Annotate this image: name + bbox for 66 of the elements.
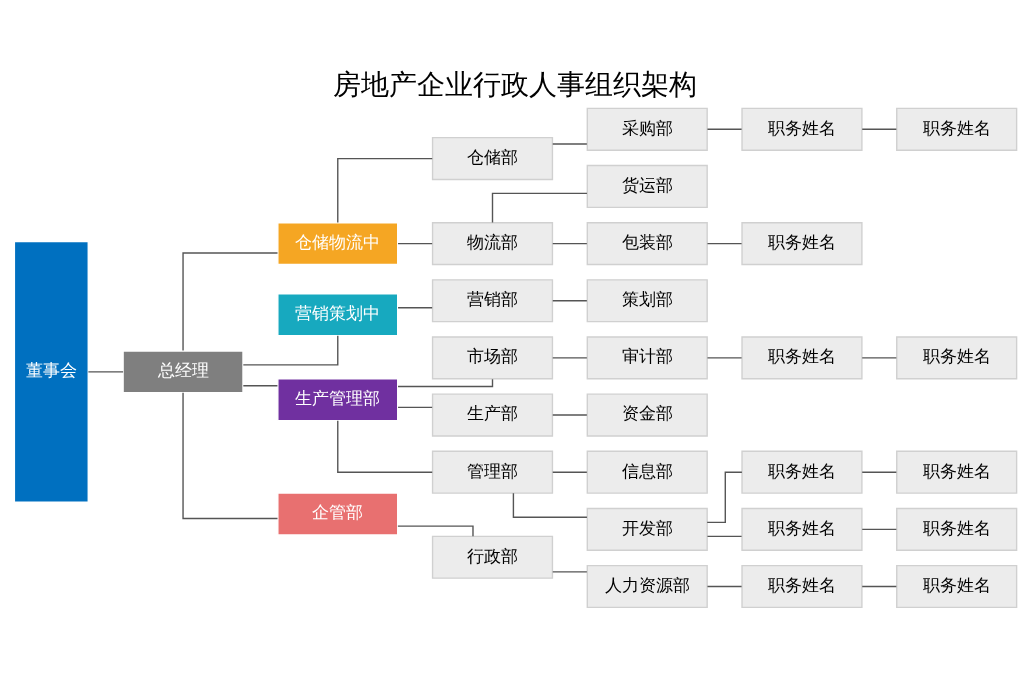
- connector: [552, 471, 588, 473]
- node-box: 营销策划中: [277, 293, 399, 337]
- connector: [861, 528, 897, 531]
- node-box: 职务姓名: [896, 107, 1018, 151]
- node-box: 管理部: [431, 450, 554, 494]
- connector: [397, 525, 474, 537]
- node-box: 生产管理部: [277, 378, 399, 422]
- connector: [552, 242, 588, 245]
- node-box: 市场部: [431, 336, 554, 380]
- connector: [87, 371, 124, 373]
- connector: [337, 157, 433, 224]
- node-box: 审计部: [586, 336, 708, 380]
- node-box: 策划部: [586, 279, 708, 323]
- connector: [706, 535, 743, 538]
- node-box: 总经理: [122, 350, 244, 394]
- connector: [552, 143, 588, 145]
- node-box: 董事会: [13, 240, 89, 503]
- node-box: 职务姓名: [896, 336, 1018, 380]
- node-box: 职务姓名: [741, 222, 863, 266]
- node-box: 职务姓名: [741, 507, 863, 551]
- node-box: 物流部: [431, 222, 554, 266]
- connector: [706, 128, 743, 130]
- connector: [706, 471, 743, 524]
- node-box: 生产部: [431, 393, 554, 437]
- connector: [552, 414, 588, 416]
- node-box: 开发部: [586, 507, 708, 551]
- node-box: 仓储物流中: [277, 222, 399, 266]
- connector: [861, 357, 897, 359]
- node-box: 职务姓名: [741, 564, 863, 609]
- connector: [706, 357, 743, 359]
- connector: [861, 128, 897, 130]
- connector: [182, 392, 279, 520]
- node-box: 职务姓名: [896, 507, 1018, 551]
- node-box: 营销部: [431, 279, 554, 323]
- connector: [706, 242, 743, 245]
- node-box: 企管部: [277, 492, 399, 536]
- connector: [491, 192, 588, 224]
- node-box: 职务姓名: [741, 336, 863, 380]
- node-box: 职务姓名: [741, 107, 863, 151]
- connector: [242, 335, 339, 366]
- connector: [552, 571, 588, 573]
- connector: [706, 585, 743, 588]
- node-box: 资金部: [586, 393, 708, 437]
- connector: [861, 585, 897, 588]
- connector: [552, 357, 588, 359]
- node-box: 仓储部: [431, 136, 554, 181]
- node-box: 货运部: [586, 164, 708, 209]
- connector: [512, 492, 588, 518]
- connector: [397, 378, 494, 388]
- connector: [397, 242, 433, 245]
- node-box: 信息部: [586, 450, 708, 494]
- connector: [397, 307, 433, 309]
- connector: [242, 385, 279, 387]
- node-box: 采购部: [586, 107, 708, 151]
- connector: [182, 252, 279, 352]
- connector: [337, 420, 433, 473]
- node-box: 行政部: [431, 535, 554, 579]
- connector: [552, 300, 588, 302]
- node-box: 职务姓名: [896, 450, 1018, 494]
- connector: [861, 471, 897, 473]
- node-box: 职务姓名: [896, 564, 1018, 609]
- node-box: 职务姓名: [741, 450, 863, 494]
- diagram-title: 房地产企业行政人事组织架构: [333, 68, 698, 102]
- connector: [397, 406, 433, 409]
- node-box: 人力资源部: [586, 564, 708, 609]
- node-box: 包装部: [586, 222, 708, 266]
